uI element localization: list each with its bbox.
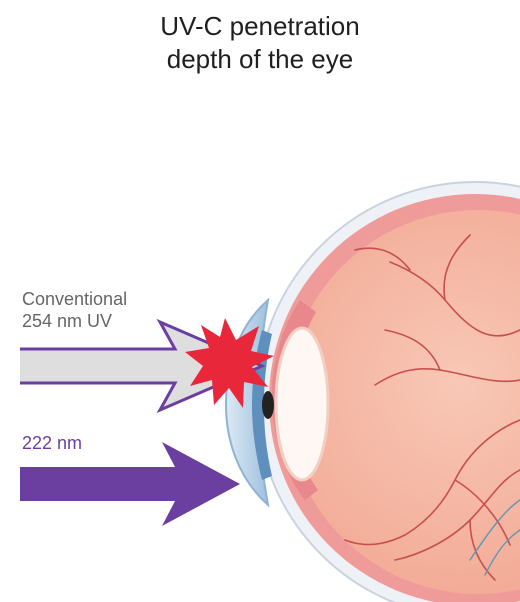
pupil [262, 391, 274, 419]
label-conventional-line-2: 254 nm UV [22, 310, 127, 332]
label-conventional-254nm: Conventional 254 nm UV [22, 288, 127, 332]
label-222nm: 222 nm [22, 432, 82, 454]
label-conventional-line-1: Conventional [22, 288, 127, 310]
lens [276, 328, 328, 480]
arrow-222nm [20, 442, 240, 526]
